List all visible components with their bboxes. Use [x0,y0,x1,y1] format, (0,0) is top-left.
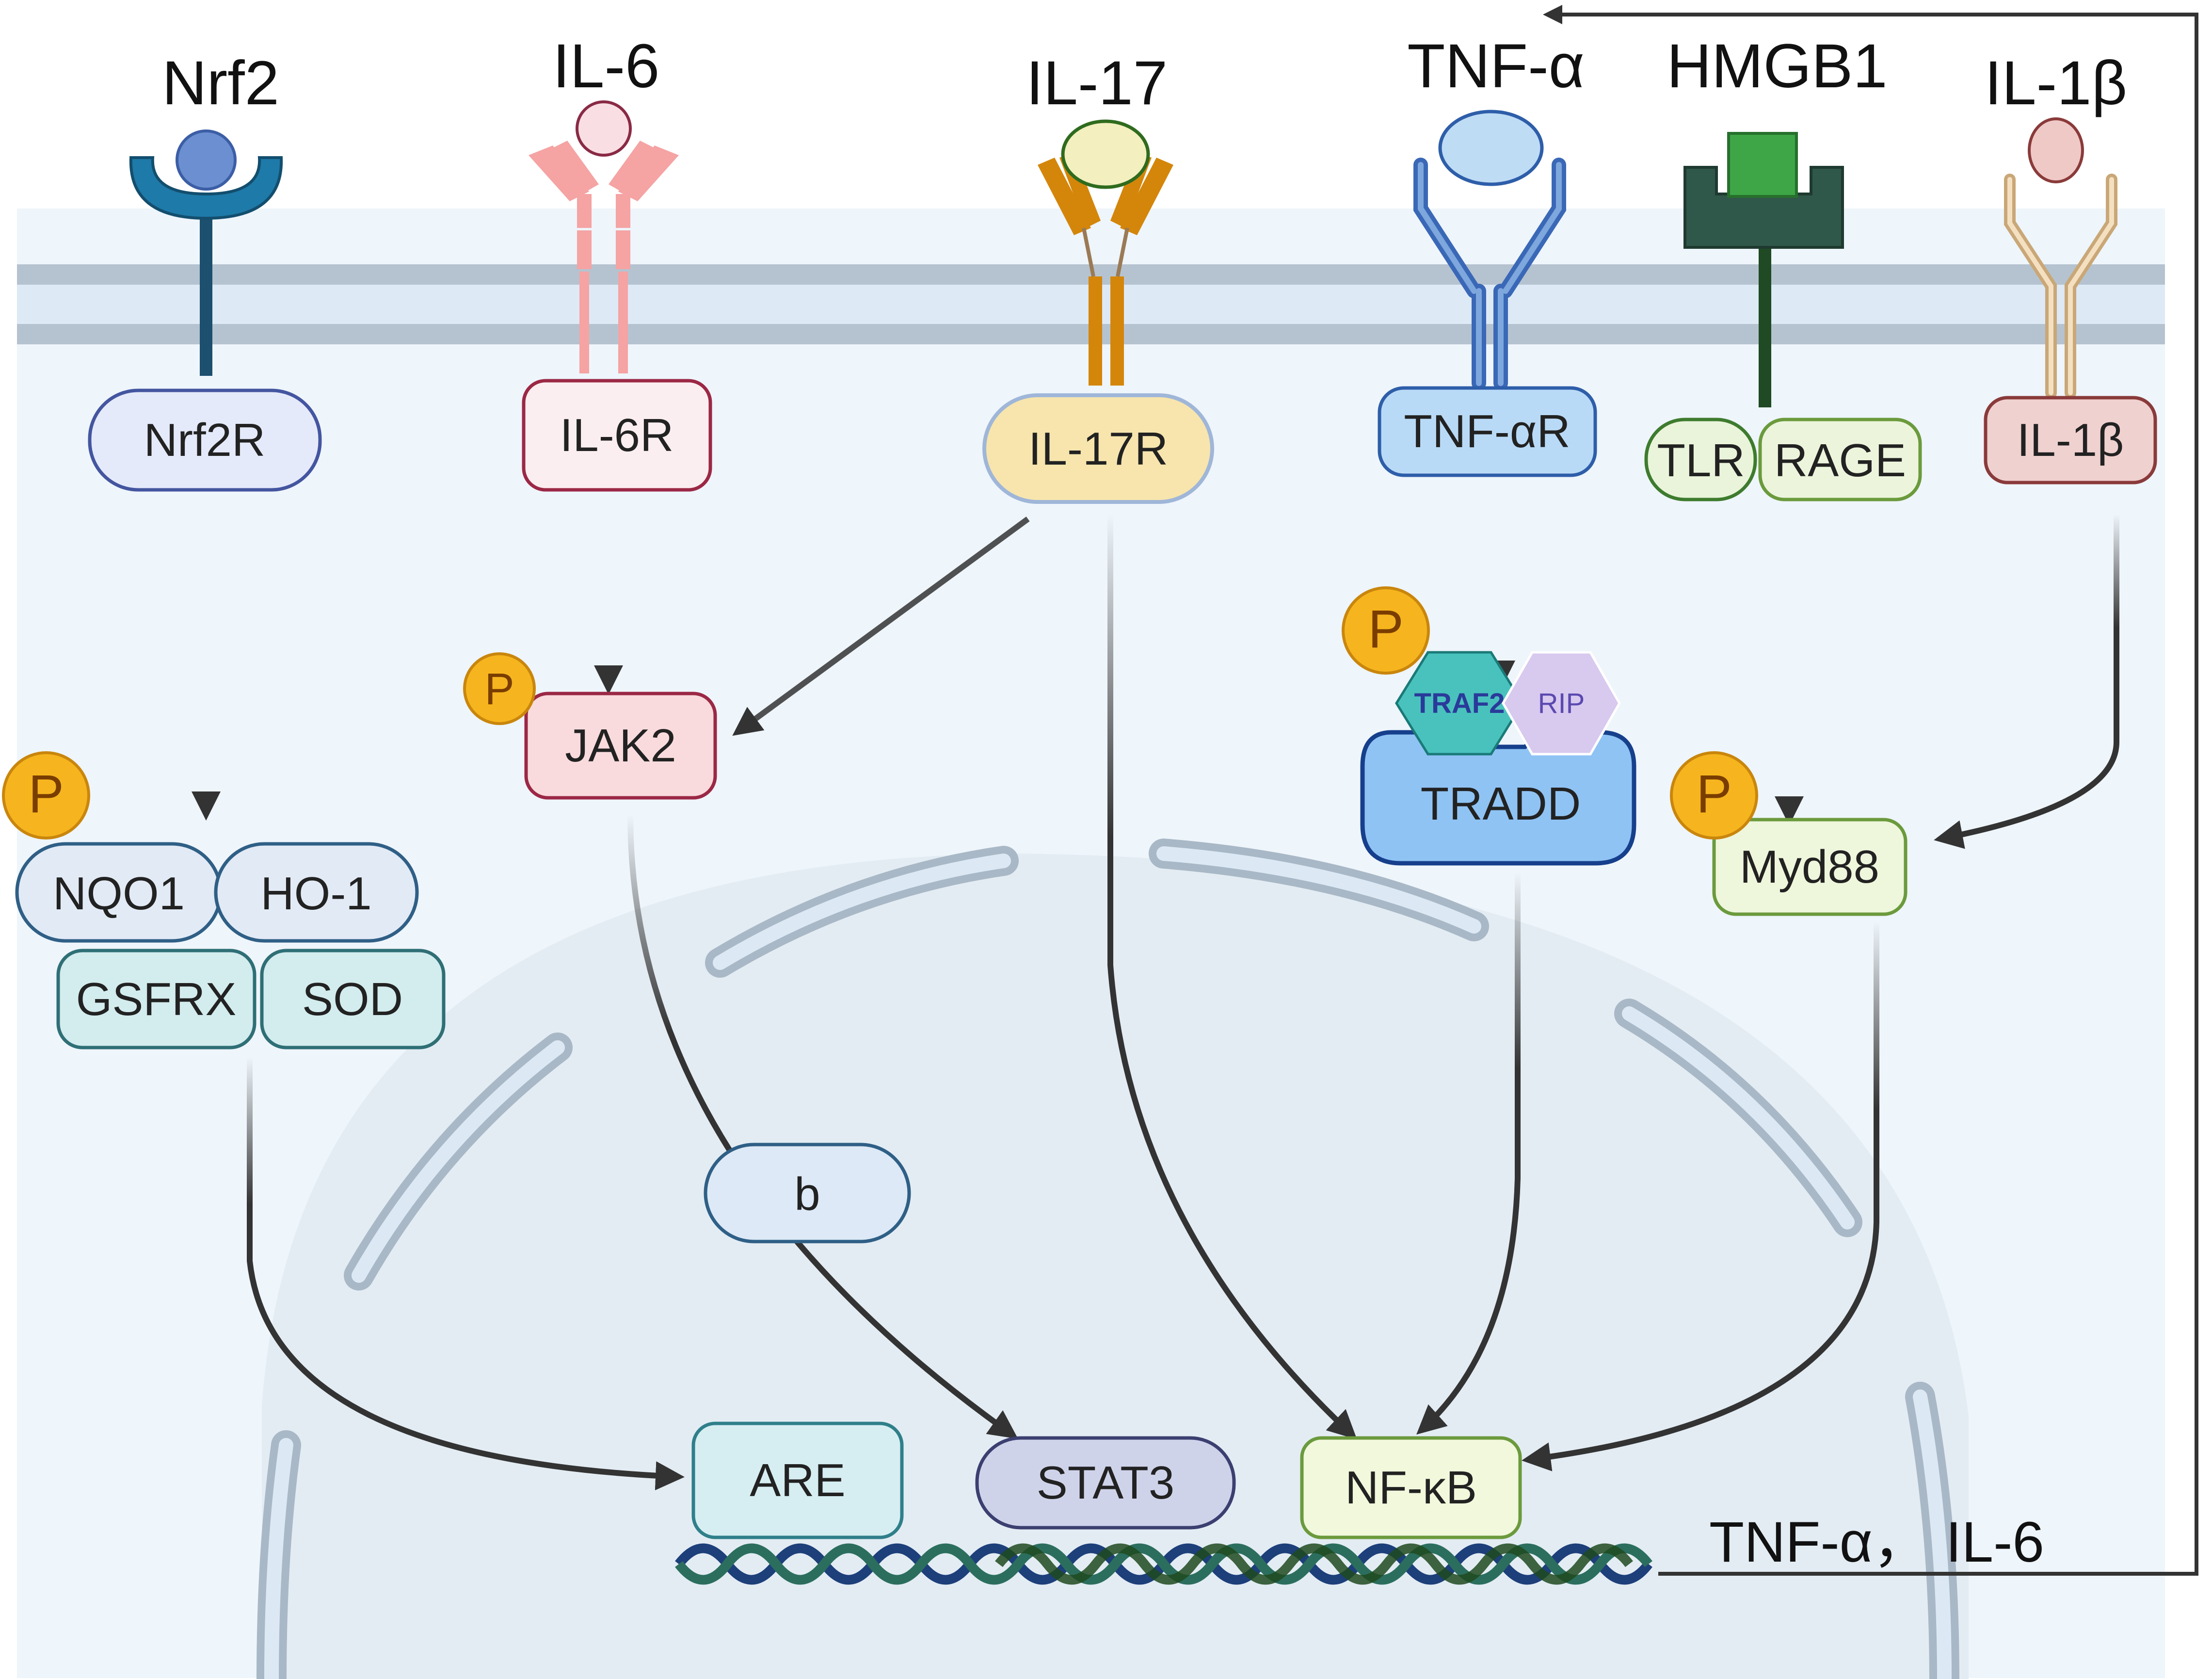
hmgb1-receptor-icon [1683,132,1844,407]
nfkb-label: NF-κB [1345,1462,1477,1514]
b-label: b [794,1168,820,1220]
output-cytokines-label: TNF-α， IL-6 [1709,1510,2044,1574]
phospho-tradd-badge [1342,586,1430,675]
jak2-node [524,692,717,800]
tlr-label: TLR [1657,435,1745,486]
phospho-antioxidant-label: P [28,764,64,824]
arrow-tradd-to-nfkb [1416,873,1521,1435]
ligand-il17-label: IL-17 [1026,48,1168,118]
phospho-jak2-badge [463,652,536,725]
arrow-antioxidants-to-are [247,1057,685,1490]
nucleus [262,854,1969,1679]
ligand-hmgb1-label: HMGB1 [1667,32,1887,101]
il17-receptor-icon [1038,119,1173,386]
phospho-myd88-badge [1670,751,1758,840]
nqo1-label: NQO1 [53,868,185,920]
il1b-receptor-node [1984,396,2157,484]
rage-label: RAGE [1774,435,1906,486]
phospho-antioxidant-badge [2,751,90,840]
sod-node [260,949,446,1049]
arrow-myd88-to-nfkb [1522,921,1879,1471]
il17r-label: IL-17R [1028,423,1168,475]
jak2-label: JAK2 [565,720,676,772]
ligand-nrf2-label: Nrf2 [162,48,279,118]
il6r-node [522,379,712,492]
arrow-feedback-loop [1543,5,2198,1576]
ligand-tnfa-label: TNF-α [1407,32,1584,101]
dna-helix-icon [675,1543,1652,1585]
il17r-node [982,393,1214,504]
rip-label: RIP [1538,688,1585,719]
tradd-node [1360,730,1636,866]
nrf2r-label: Nrf2R [144,414,266,466]
tradd-label: TRADD [1421,778,1581,830]
b-node [704,1143,911,1243]
nfkb-node [1300,1436,1522,1539]
arrow-il1b-to-myd88 [1934,514,2119,849]
nrf2r-node [88,388,322,492]
gsfrx-node [56,949,256,1049]
traf2-label: TRAF2 [1414,688,1505,719]
ho1-label: HO-1 [260,868,371,920]
nrf2-receptor-icon [129,129,283,376]
stat3-node [975,1436,1236,1530]
rage-node [1758,418,1922,501]
arrow-il17r-to-jak2 [732,517,1030,736]
il6r-label: IL-6R [560,409,674,461]
sod-label: SOD [302,973,403,1025]
phospho-myd88-label: P [1696,764,1731,824]
phospho-tradd-label: P [1368,599,1403,659]
are-node [691,1421,904,1539]
il1b-receptor-label: IL-1β [2017,414,2124,466]
il6-receptor-icon [529,100,679,373]
gsfrx-label: GSFRX [76,973,237,1025]
ligand-il1b-label: IL-1β [1985,48,2127,118]
ligand-il6-label: IL-6 [553,32,660,101]
tnfar-label: TNF-αR [1404,405,1570,457]
phospho-jak2-label: P [484,664,514,714]
stat3-label: STAT3 [1037,1457,1174,1509]
nuclear-envelope-inner [264,846,1952,1679]
myd88-node [1712,818,1907,916]
are-label: ARE [750,1454,845,1506]
tlr-node [1644,418,1757,501]
myd88-label: Myd88 [1740,841,1879,893]
arrow-jak2-to-stat3 [627,814,1018,1439]
rip-node [1502,651,1621,756]
tnfar-node [1378,386,1597,477]
arrow-il17r-to-nfkb [1107,514,1357,1440]
tnfa-receptor-icon [1413,110,1566,390]
il1b-receptor-icon [2004,117,2117,399]
ho1-node [214,842,419,943]
